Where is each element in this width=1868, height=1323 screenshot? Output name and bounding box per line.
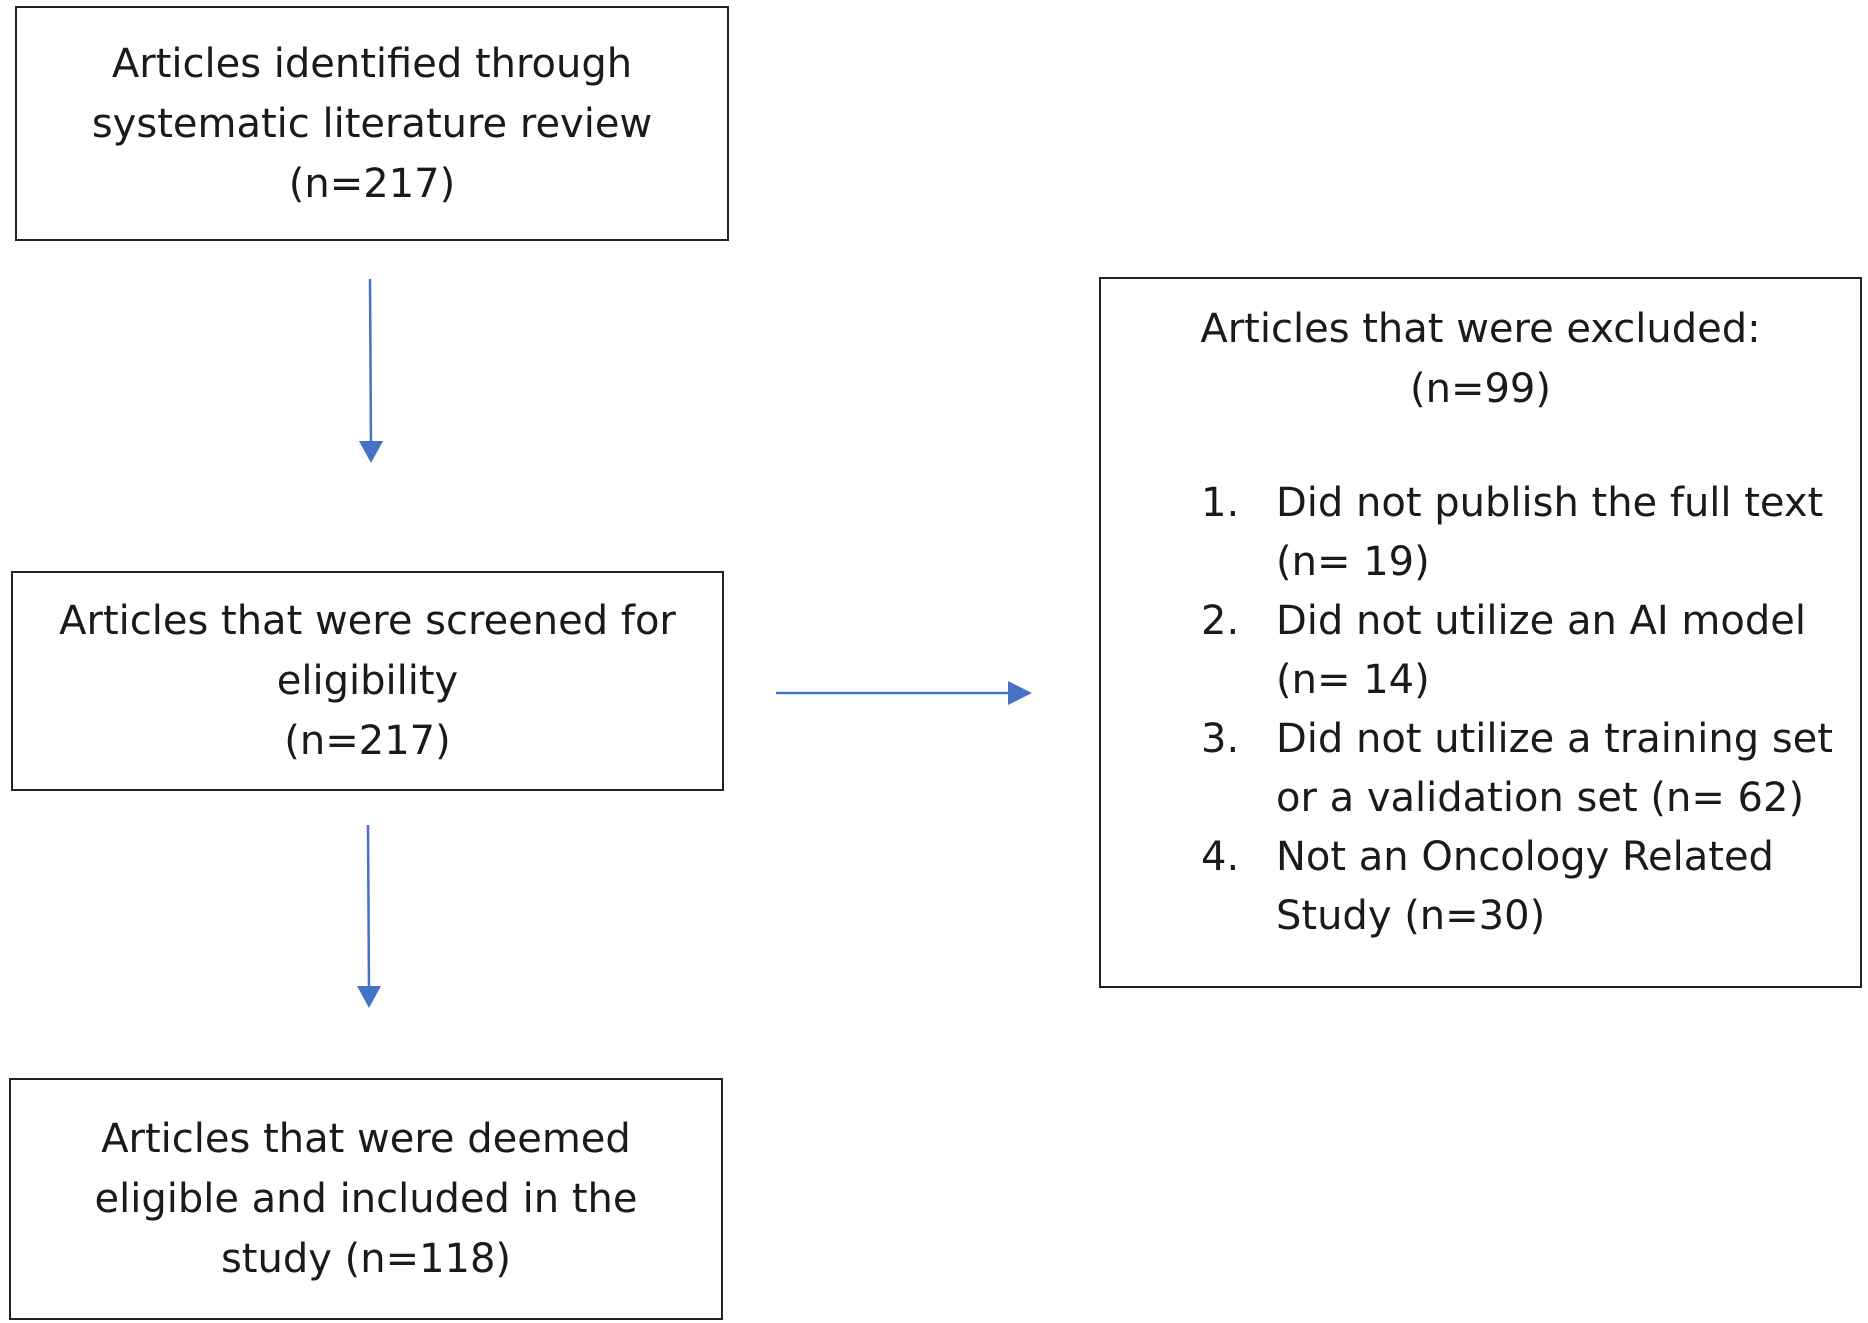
reason-text: Did not utilize a training set — [1276, 716, 1833, 762]
screened-articles-box: Articles that were screened for eligibil… — [11, 571, 724, 791]
exclusion-reason: 1. Did not publish the full text (n= 19) — [1201, 474, 1851, 592]
included-articles-text: Articles that were deemed eligible and i… — [95, 1109, 638, 1289]
arrow-identified-to-screened — [368, 278, 373, 447]
reason-text: Did not publish the full text — [1276, 480, 1824, 526]
screened-count: (n=217) — [284, 718, 451, 764]
included-line-1: Articles that were deemed — [101, 1116, 631, 1162]
excluded-count: (n=99) — [1410, 366, 1551, 412]
arrowhead-right — [1008, 681, 1032, 705]
arrow-screened-to-included — [366, 824, 371, 991]
reason-text: Not an Oncology Related — [1276, 834, 1774, 880]
reason-count: or a validation set (n= 62) — [1276, 775, 1805, 821]
excluded-articles-box: Articles that were excluded: (n=99) 1. D… — [1099, 277, 1862, 988]
excluded-heading: Articles that were excluded: (n=99) — [1101, 299, 1860, 419]
exclusion-reason: 4. Not an Oncology Related Study (n=30) — [1201, 828, 1851, 946]
included-line-3: study (n=118) — [220, 1236, 512, 1282]
reason-count: (n= 19) — [1276, 539, 1430, 585]
identified-articles-box: Articles identified through systematic l… — [15, 6, 729, 241]
reason-count: (n= 14) — [1276, 657, 1430, 703]
included-articles-box: Articles that were deemed eligible and i… — [9, 1078, 723, 1320]
screened-articles-text: Articles that were screened for eligibil… — [59, 591, 676, 771]
reason-number: 3. — [1201, 716, 1240, 762]
exclusion-reason: 3. Did not utilize a training set or a v… — [1201, 710, 1851, 828]
exclusion-reason-list: 1. Did not publish the full text (n= 19)… — [1201, 474, 1851, 946]
screened-line-2: eligibility — [276, 658, 459, 704]
screened-line-1: Articles that were screened for — [59, 598, 676, 644]
excluded-title: Articles that were excluded: — [1200, 306, 1761, 352]
reason-count: Study (n=30) — [1276, 893, 1546, 939]
arrowhead-down-1 — [359, 441, 383, 463]
identified-line-2: systematic literature review — [91, 100, 653, 147]
exclusion-reason: 2. Did not utilize an AI model (n= 14) — [1201, 592, 1851, 710]
included-line-2: eligible and included in the — [94, 1176, 638, 1222]
reason-number: 4. — [1201, 834, 1240, 880]
identified-line-1: Articles identified through — [111, 40, 633, 87]
reason-number: 2. — [1201, 598, 1240, 644]
identified-count: (n=217) — [288, 160, 456, 207]
reason-number: 1. — [1201, 480, 1240, 526]
arrowhead-down-2 — [357, 986, 381, 1008]
reason-text: Did not utilize an AI model — [1276, 598, 1806, 644]
identified-articles-text: Articles identified through systematic l… — [92, 34, 652, 214]
